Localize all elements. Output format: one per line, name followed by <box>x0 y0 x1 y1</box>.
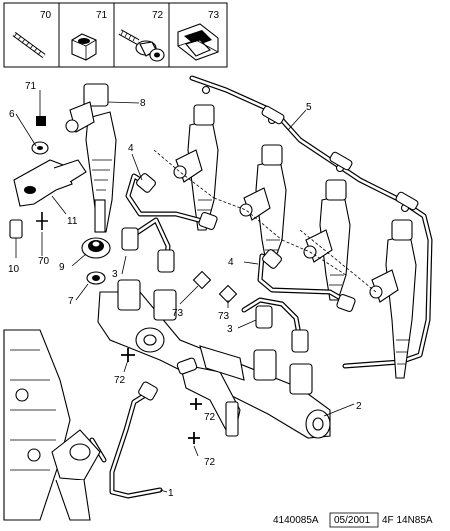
callout-9: 9 <box>59 262 65 273</box>
injector-1 <box>173 104 219 231</box>
callout-3-upper: 3 <box>112 269 118 280</box>
high-pressure-pipes <box>121 173 356 353</box>
footer-ref: 4140085A <box>273 515 319 526</box>
fuel-feed-pipe <box>89 357 198 499</box>
leak-off-pipe <box>189 75 433 369</box>
seal-and-washer <box>81 237 111 285</box>
header-parts-strip: 70 71 72 73 <box>3 2 228 68</box>
callout-72-bottom: 72 <box>204 457 216 468</box>
callout-11: 11 <box>67 216 78 227</box>
injector-3 <box>303 179 351 301</box>
callout-7: 7 <box>68 296 74 307</box>
nut-icon <box>71 33 97 61</box>
callout-4-lower: 4 <box>228 257 234 268</box>
callout-72-left: 72 <box>114 375 126 386</box>
bolt-icon <box>118 29 165 62</box>
callout-3-lower: 3 <box>227 324 233 335</box>
header-part-73-label: 73 <box>208 10 220 21</box>
header-part-70-label: 70 <box>40 10 52 21</box>
callout-5: 5 <box>306 102 312 113</box>
header-part-71-label: 71 <box>96 10 108 21</box>
footer-reference: 4140085A 05/2001 4F 14N85A <box>273 512 433 528</box>
callout-1: 1 <box>168 488 174 499</box>
callout-6: 6 <box>9 109 15 120</box>
callout-73-right: 73 <box>218 311 230 322</box>
header-part-72-label: 72 <box>152 10 164 21</box>
footer-code: 4F 14N85A <box>382 515 433 526</box>
pipe-clip-icon <box>177 23 219 61</box>
callouts: 71 8 6 4 5 11 10 70 9 3 7 73 4 73 3 72 7 <box>8 81 362 499</box>
stud-icon <box>12 31 46 59</box>
callout-10: 10 <box>8 264 20 275</box>
injector-exploded <box>65 83 117 233</box>
callout-71: 71 <box>25 81 37 92</box>
callout-70-left: 70 <box>38 256 50 267</box>
callout-72-middle: 72 <box>204 412 216 423</box>
exploded-guide-lines <box>153 149 377 293</box>
injector-4 <box>369 219 417 379</box>
callout-2: 2 <box>356 401 362 412</box>
callout-73-left: 73 <box>172 308 184 319</box>
footer-date: 05/2001 <box>334 515 371 526</box>
pipe-clips <box>192 270 238 304</box>
high-pressure-pump <box>3 329 101 521</box>
common-rail <box>97 279 331 439</box>
injector-clamp <box>9 116 87 239</box>
injector-2 <box>239 144 287 263</box>
fixing-marks <box>121 348 202 444</box>
callout-4-upper: 4 <box>128 143 134 154</box>
callout-8: 8 <box>140 98 146 109</box>
